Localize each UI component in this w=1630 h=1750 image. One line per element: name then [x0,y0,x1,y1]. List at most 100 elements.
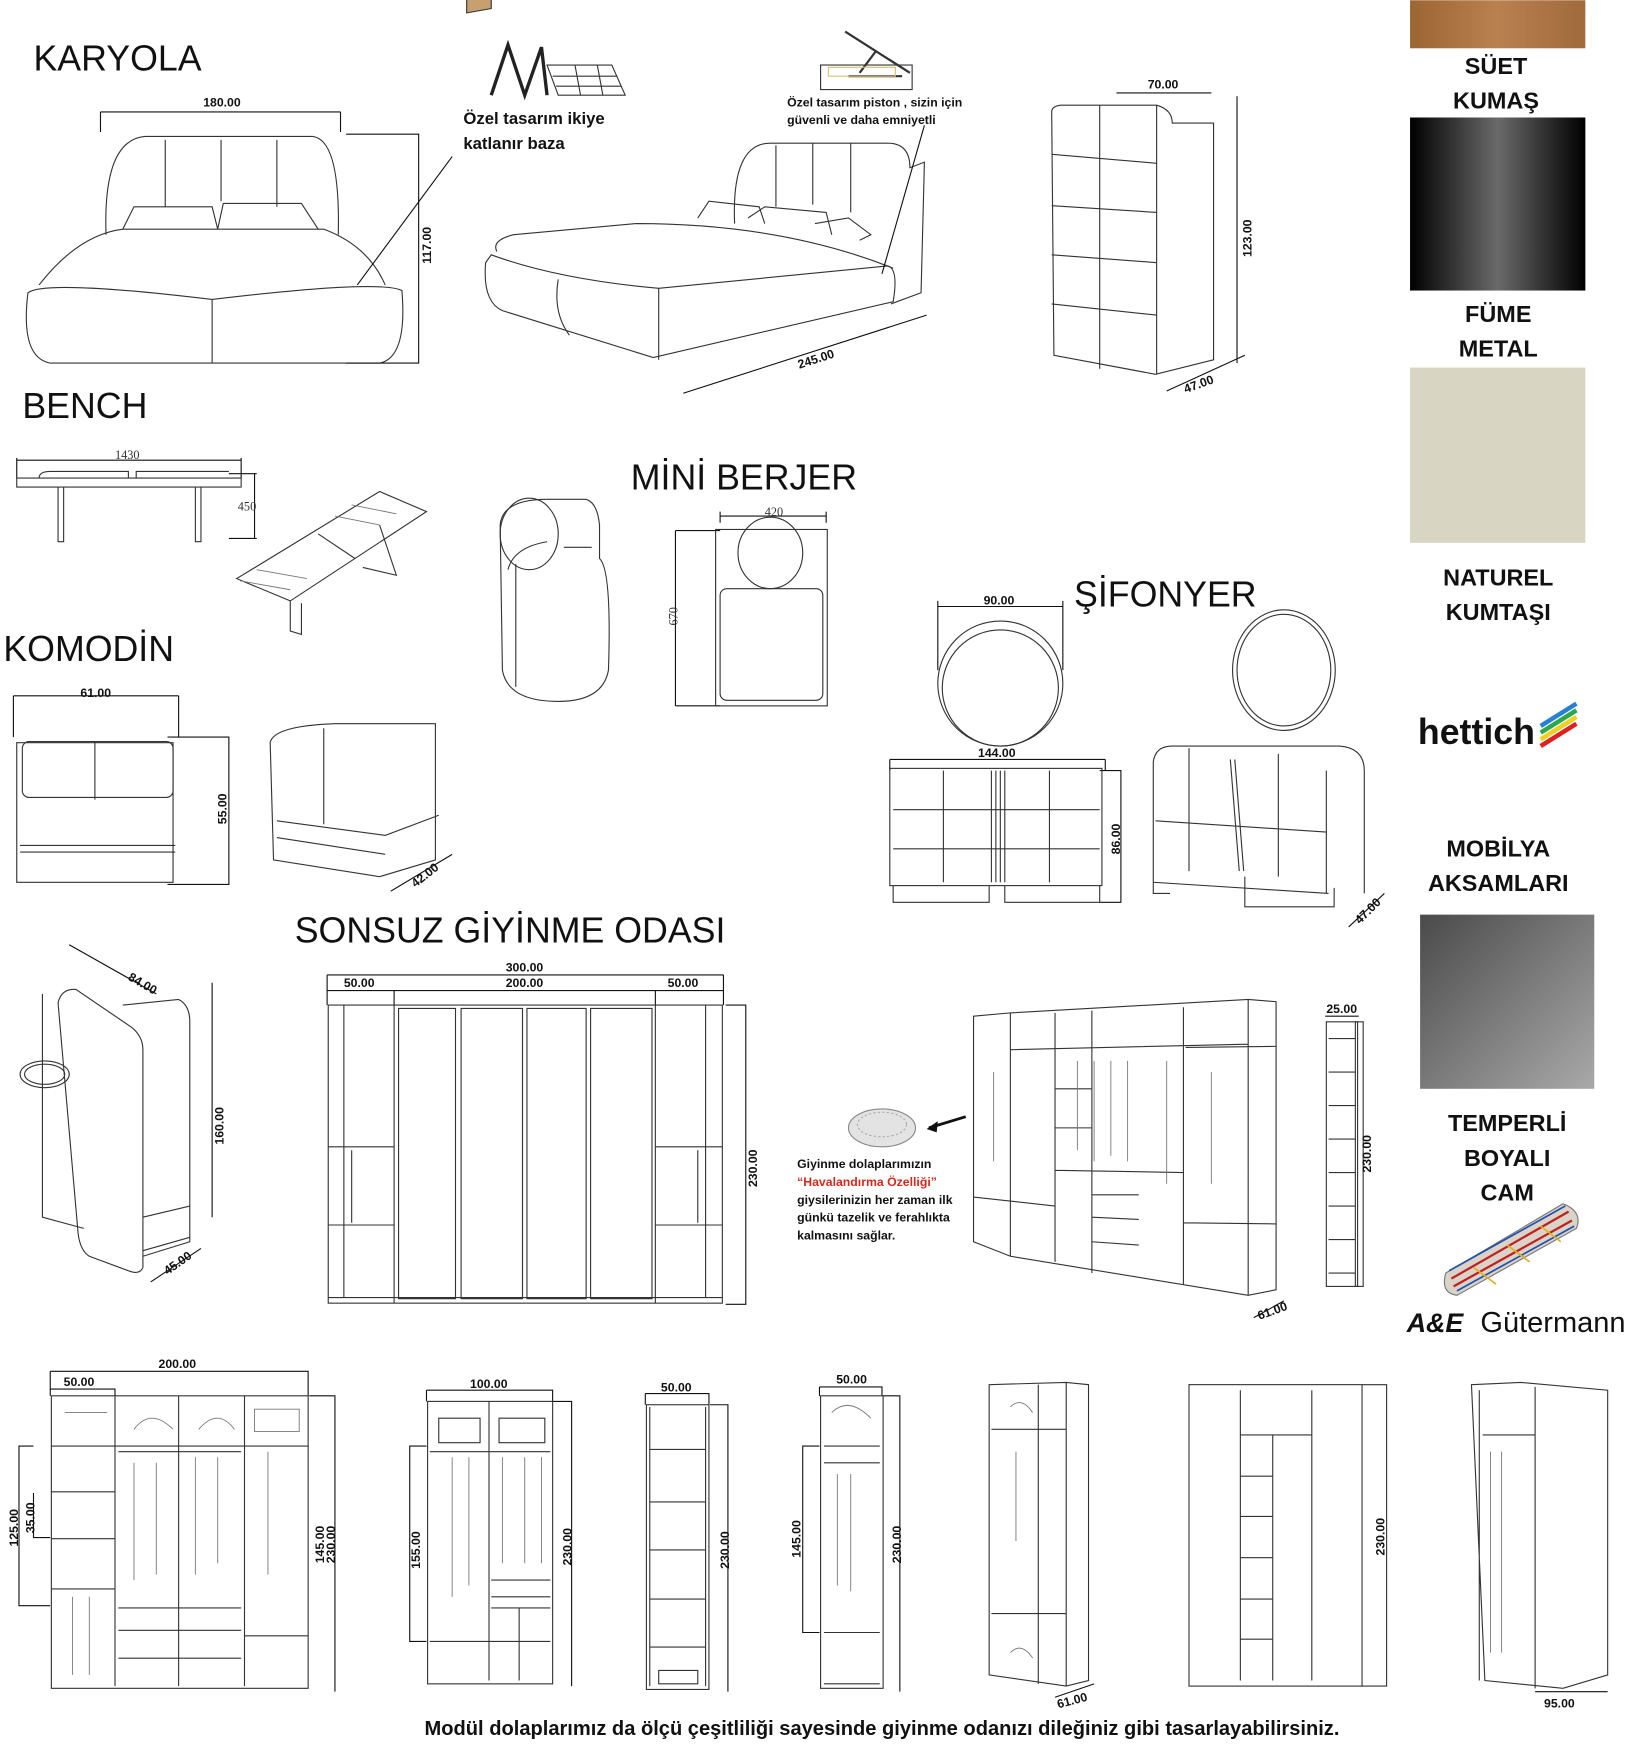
tall-chest-height-dim: 123.00 [1241,219,1255,257]
wardrobe-height-dim: 230.00 [746,1149,760,1187]
bench-height-dim: 450 [238,499,256,513]
bench-section: BENCH 1430 450 [16,386,428,636]
cam-label-1: TEMPERLİ [1448,1110,1567,1136]
karyola-title: KARYOLA [33,39,201,79]
module-5: 61.00 [988,1381,1095,1712]
ventilation-line3: giysilerinizin her zaman ilk [797,1193,953,1207]
berjer-height-dim: 670 [667,607,681,625]
stand-mirror-drawing: 84.00 160.00 45.00 [19,944,226,1283]
giyinme-section: SONSUZ GİYİNME ODASI 300.00 200.00 50.00… [295,911,1374,1323]
hettich-logo-text: hettich [1418,712,1535,752]
berjer-width-dim: 420 [765,505,783,519]
suet-label-1: SÜET [1465,53,1528,79]
fume-label-1: FÜME [1465,301,1531,327]
bed-front-drawing: 180.00 117.00 [25,95,453,364]
ventilation-line4: günkü tazelik ve ferahlıkta [797,1211,950,1225]
module-7: 95.00 [1470,1381,1609,1710]
mirror-width-dim: 90.00 [984,593,1015,607]
module-2-width: 100.00 [470,1377,508,1391]
thread-image [1443,1203,1579,1296]
module-6-height: 230.00 [1373,1518,1387,1556]
sifonyer-height-dim: 86.00 [1109,823,1123,854]
bed-perspective-drawing: 245.00 [484,125,927,394]
piston-note-line1: Özel tasarım piston , sizin için [787,94,962,109]
karyola-section: KARYOLA 180.00 117.00 Özel tasarım ikiye… [25,0,962,394]
module-4-width: 50.00 [836,1373,867,1387]
komodin-depth-dim: 42.00 [409,860,442,890]
module-6: 230.00 [1188,1384,1387,1687]
ventilation-line1: Giyinme dolaplarımızın [797,1157,931,1171]
module-3-height: 230.00 [718,1531,732,1569]
piston-note-line2: güvenli ve daha emniyetli [787,113,936,127]
side-panel-drawing: 25.00 230.00 [1325,1002,1374,1287]
fume-label-2: METAL [1459,335,1538,361]
baza-note-line2: katlanır baza [463,134,565,153]
bench-width-dim: 1430 [115,448,140,462]
sifonyer-title: ŞİFONYER [1074,574,1257,614]
cam-swatch [1420,914,1595,1089]
module-1-height-230: 230.00 [324,1526,338,1564]
stand-mirror-depth-dim: 45.00 [161,1249,194,1278]
bed-height-dim: 117.00 [420,227,434,264]
walkin-closet-perspective: 61.00 [972,998,1290,1323]
tall-chest-drawing: 70.00 123.00 47.00 [1051,77,1255,396]
walkin-depth-dim: 61.00 [1256,1299,1290,1323]
module-1-width: 200.00 [159,1357,197,1371]
wardrobe-middle-dim: 200.00 [506,976,544,990]
module-3: 50.00 230.00 [644,1380,732,1692]
side-panel-width-dim: 25.00 [1326,1002,1357,1016]
suet-swatch [1410,0,1586,49]
module-7-width: 95.00 [1544,1696,1575,1710]
sifonyer-section: ŞİFONYER 90.00 144.00 86.00 47.00 [889,574,1385,928]
naturel-label-2: KUMTAŞI [1446,599,1551,625]
side-panel-height-dim: 230.00 [1360,1135,1374,1173]
fume-swatch [1410,117,1586,291]
komodin-section: KOMODİN 61.00 55.00 42.00 [3,629,453,892]
komodin-height-dim: 55.00 [216,793,230,824]
materials-column: SÜET KUMAŞ FÜME METAL NATUREL KUMTAŞI he… [1406,0,1626,1339]
baza-note-line1: Özel tasarım ikiye [463,109,604,128]
giyinme-title: SONSUZ GİYİNME ODASI [295,911,726,951]
suet-label-2: KUMAŞ [1453,88,1539,114]
komodin-width-dim: 61.00 [80,686,111,700]
folding-base-icon [466,0,627,101]
module-3-width: 50.00 [661,1380,692,1394]
ventilation-highlight: “Havalandırma Özelliği” [797,1174,937,1189]
sifonyer-width-dim: 144.00 [978,746,1016,760]
ventilation-line5: kalmasını sağlar. [797,1229,895,1243]
komodin-title: KOMODİN [3,629,174,669]
stand-mirror-height-dim: 160.00 [212,1107,226,1145]
ae-logo: A&E [1406,1308,1465,1338]
cam-label-3: CAM [1480,1179,1533,1205]
wardrobe-right-dim: 50.00 [668,976,699,990]
wardrobe-left-dim: 50.00 [344,976,375,990]
module-1-height-35: 35.00 [24,1502,38,1533]
tall-chest-width-dim: 70.00 [1148,77,1179,91]
bed-width-dim: 180.00 [203,95,241,109]
piston-icon [820,30,913,91]
stand-mirror-width-dim: 84.00 [126,970,160,998]
module-2: 100.00 155.00 230.00 [409,1377,575,1687]
module-4: 50.00 145.00 230.00 [789,1373,904,1692]
aksam-label-2: AKSAMLARI [1428,870,1569,896]
aksam-label-1: MOBİLYA [1446,836,1550,862]
tall-chest-depth-dim: 47.00 [1182,372,1216,396]
wardrobe-total-dim: 300.00 [506,961,544,975]
ventilation-icon [847,1108,967,1148]
module-4-height-230: 230.00 [890,1526,904,1564]
mini-berjer-title: MİNİ BERJER [631,457,857,497]
module-2-height-230: 230.00 [561,1528,575,1566]
modules-caption: Modül dolaplarımız da ölçü çeşitliliği s… [425,1718,1340,1740]
mini-berjer-section: MİNİ BERJER 420 670 [499,457,857,707]
module-1-height-145: 145.00 [313,1526,327,1564]
naturel-swatch [1410,367,1586,543]
module-1: 200.00 50.00 125.00 35.00 145.00 230.00 [7,1357,338,1692]
module-5-depth: 61.00 [1056,1690,1089,1712]
module-1-height-125: 125.00 [7,1509,21,1547]
gutermann-logo: Gütermann [1480,1307,1625,1339]
module-1-left-width: 50.00 [64,1375,95,1389]
sifonyer-depth-dim: 47.00 [1352,895,1384,927]
cam-label-2: BOYALI [1464,1145,1550,1171]
module-4-height-145: 145.00 [789,1520,803,1558]
